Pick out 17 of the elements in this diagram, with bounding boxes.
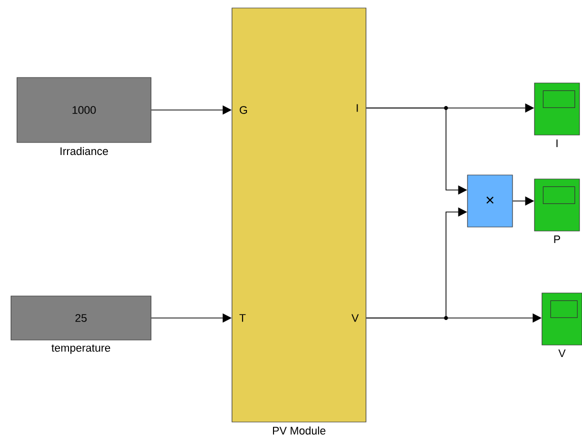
scope-block (534, 82, 580, 136)
scope-block (542, 292, 582, 346)
constant-block: 25 (10, 296, 152, 340)
port-label: T (239, 314, 246, 322)
constant-block: 1000 (16, 77, 152, 143)
port-label: V (352, 314, 359, 322)
block-label: I (556, 140, 558, 148)
port-label: G (240, 106, 247, 114)
subsystem-block (232, 8, 366, 422)
product-block: × (467, 174, 513, 228)
block-label: temperature (52, 344, 110, 354)
block-label: V (558, 350, 566, 358)
block-label: Irradiance (60, 147, 108, 156)
scope-block (534, 178, 580, 232)
block-label: P (554, 236, 560, 244)
port-label: I (356, 104, 358, 112)
block-label: PV Module (273, 426, 326, 435)
